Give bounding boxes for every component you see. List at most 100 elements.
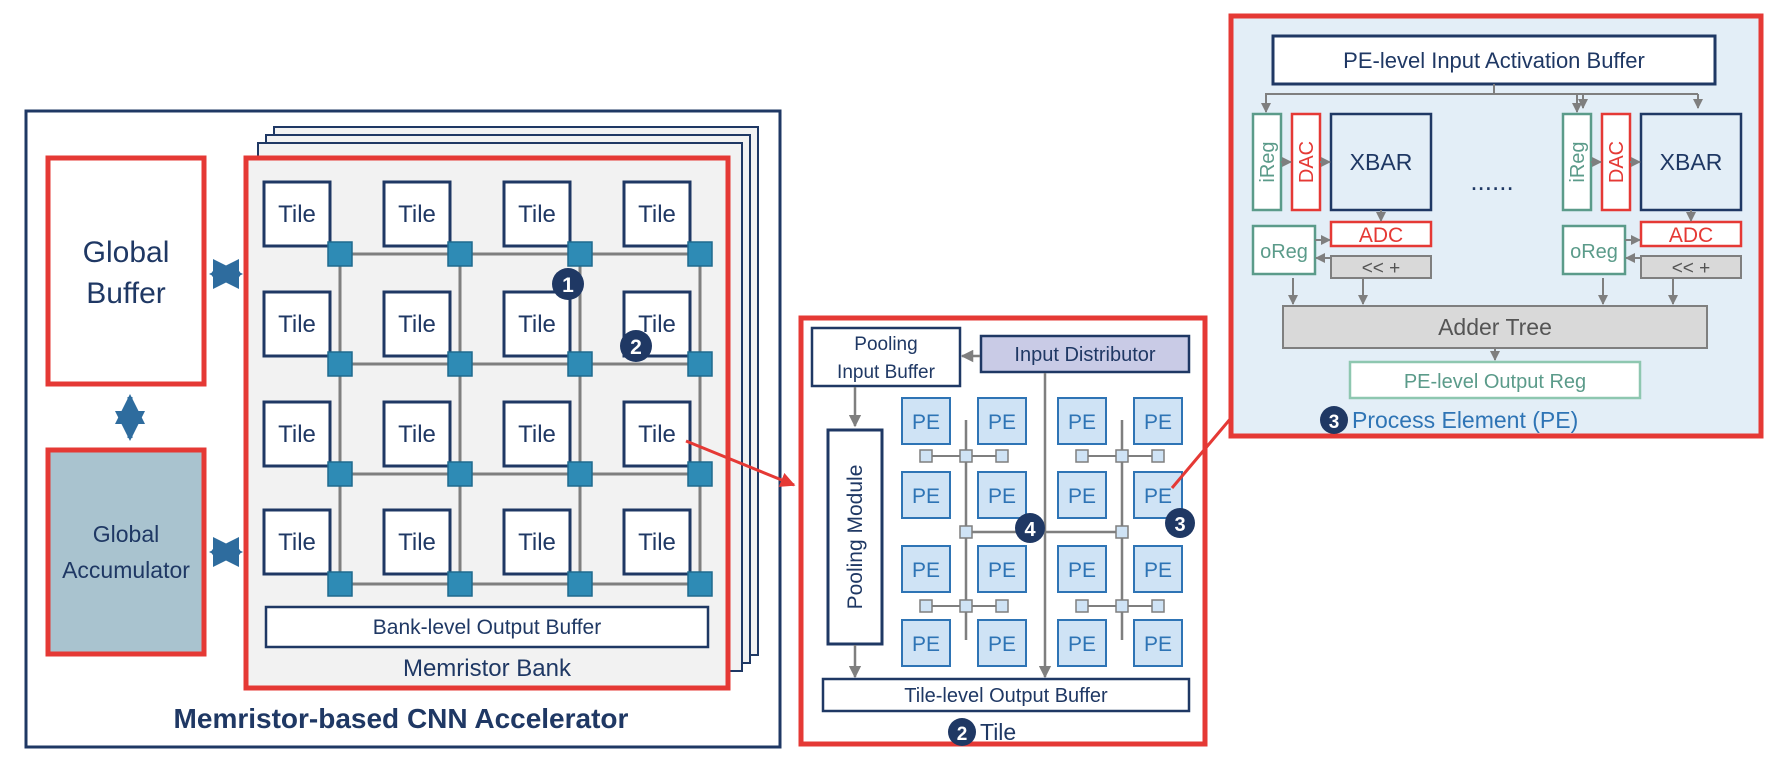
oreg-label: oReg [1570,241,1618,263]
bank-router [687,241,713,267]
bank-tile: Tile [262,180,332,248]
global-buffer-label-1: Global [83,236,170,269]
pe-caption-badge [1320,406,1348,434]
bank-tile: Tile [622,400,692,468]
bank-tile: Tile [262,290,332,358]
bank-tile-label: Tile [518,529,556,556]
marker-3-label: 3 [1174,514,1185,536]
bank-tile: Tile [382,508,452,576]
xbar [1329,112,1433,212]
bank-tile-label: Tile [518,421,556,448]
tile-panel: Pooling Input Buffer Input Distributor P… [798,315,1208,747]
xbar [1639,112,1743,212]
bank-tile-box [262,400,332,468]
bank-tile-box [382,180,452,248]
tile-pe-label: PE [1068,633,1096,656]
bank-tile-box [262,290,332,358]
global-accumulator-label-2: Accumulator [62,557,190,583]
bank-tile: Tile [382,290,452,358]
marker-3-badge [1165,508,1195,538]
tile-pe: PE [977,619,1027,667]
tile-pe-label: PE [912,485,940,508]
bank-router [327,571,353,597]
pooling-input-buffer [810,326,962,388]
tile-pe-label: PE [988,411,1016,434]
pe-caption-marker: 3 [1329,412,1340,433]
tile-pe-label: PE [1144,485,1172,508]
bank-router [567,351,593,377]
bank-tile-box [502,180,572,248]
bank-router [687,461,713,487]
adder-tree [1282,305,1708,349]
bank-router [447,571,473,597]
bank-tile-box [382,290,452,358]
bank-tile: Tile [622,508,692,576]
tile-pe-box [901,545,951,593]
tile-pe-box [901,397,951,445]
tile-router [959,449,973,463]
tile-pe-label: PE [1068,411,1096,434]
tile-router [1075,449,1089,463]
global-accumulator-label-1: Global [93,521,159,547]
oreg-label: oReg [1260,241,1308,263]
tile-pe: PE [901,545,951,593]
marker-4-badge [1015,513,1045,543]
tile-output-buffer-label: Tile-level Output Buffer [904,685,1108,707]
tile-output-buffer [821,677,1191,713]
tile-pe-label: PE [988,633,1016,656]
bank-router [447,241,473,267]
global-buffer [45,155,207,387]
tile-pe: PE [977,545,1027,593]
pe-output-reg [1348,360,1642,400]
bank-tile: Tile [502,400,572,468]
tile-router [959,525,973,539]
tile-pe-label: PE [1144,559,1172,582]
bank-router [567,571,593,597]
tile-pe: PE [1057,545,1107,593]
global-accumulator [45,447,207,657]
shift-add [1640,255,1742,279]
tile-pe-box [1133,619,1183,667]
tile-pe-label: PE [1068,485,1096,508]
input-distributor [979,334,1191,374]
tile-pe-box [901,619,951,667]
pe-output-reg-label: PE-level Output Reg [1404,371,1586,393]
bank-router [327,461,353,487]
adder-tree-label: Adder Tree [1438,314,1552,340]
bank-router [687,571,713,597]
pe-input-buffer-label: PE-level Input Activation Buffer [1343,48,1645,73]
tile-router [995,599,1009,613]
bank-router [327,241,353,267]
tile-pe: PE [1133,545,1183,593]
bank-tile-box [382,400,452,468]
tile-router [1075,599,1089,613]
bank-tile-label: Tile [398,201,436,228]
tile-router [1151,599,1165,613]
adc [1329,220,1433,248]
ireg [1251,112,1283,212]
bank-tile-box [502,508,572,576]
tile-pe-label: PE [1144,633,1172,656]
bank-tile: Tile [622,180,692,248]
tile-pe-box [1133,545,1183,593]
pooling-module [826,428,884,646]
pooling-input-buffer-label-2: Input Buffer [837,362,936,383]
tile-pe-box [977,397,1027,445]
crossbar-ellipsis: ...... [1470,166,1513,196]
tile-pe-box [1057,397,1107,445]
bank-output-buffer-label: Bank-level Output Buffer [373,616,601,639]
marker-2-label: 2 [630,336,642,359]
marker-4-label: 4 [1024,519,1036,541]
global-buffer-label-2: Buffer [86,277,166,310]
pooling-module-label: Pooling Module [844,465,867,610]
tile-pe-label: PE [912,633,940,656]
bank-tile-box [382,508,452,576]
pe-caption: Process Element (PE) [1352,407,1578,433]
oreg [1561,224,1627,276]
bank-tile-label: Tile [518,311,556,338]
bank-tile-label: Tile [638,421,676,448]
tile-pe: PE [1057,619,1107,667]
